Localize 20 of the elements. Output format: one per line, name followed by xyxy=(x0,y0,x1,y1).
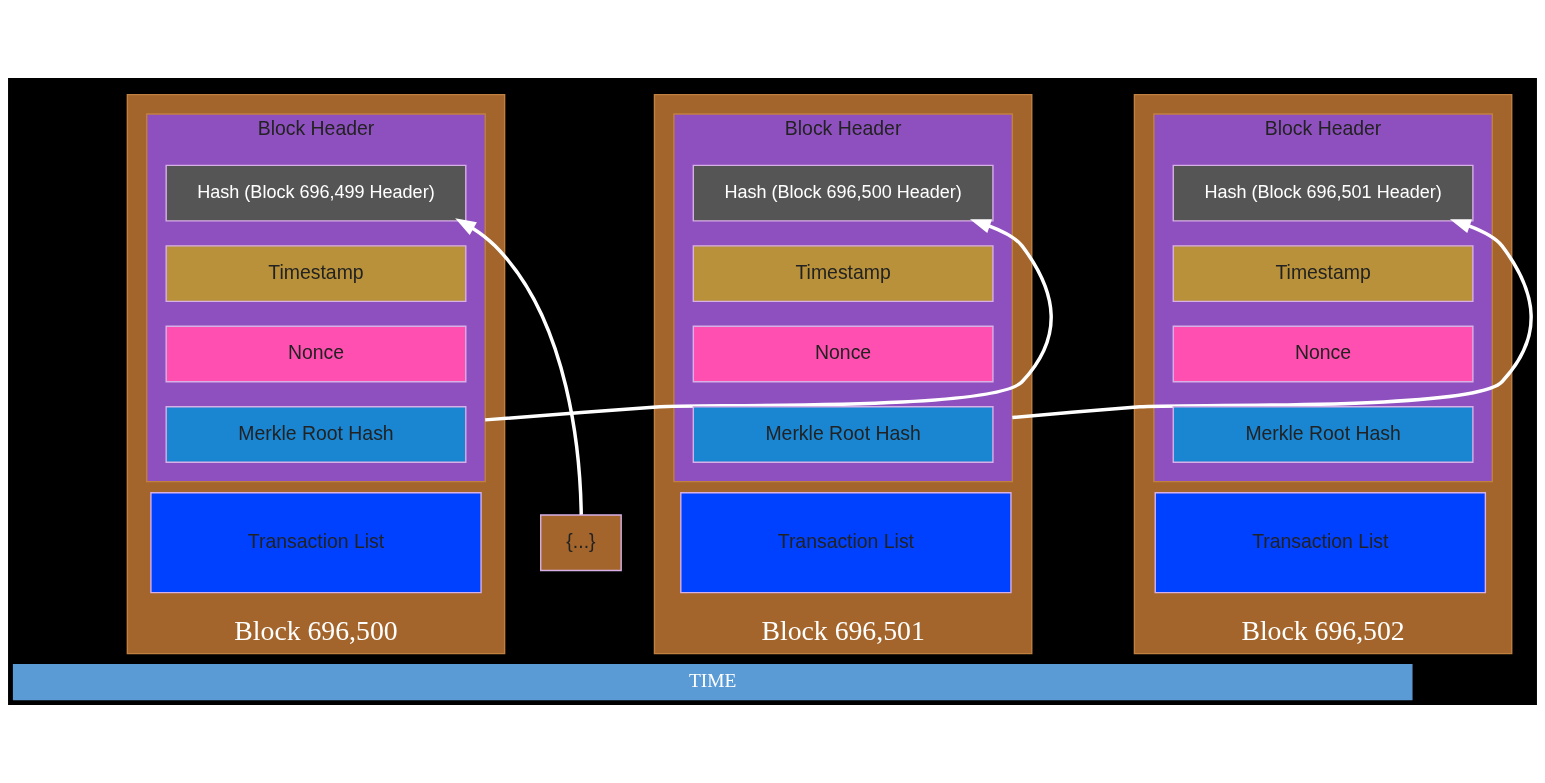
node-box: Hash (Block 696,501 Header) xyxy=(1172,164,1474,222)
node-box: Hash (Block 696,499 Header) xyxy=(165,164,467,222)
node-box: Merkle Root Hash xyxy=(1172,406,1474,463)
node-box: Timestamp xyxy=(1172,245,1474,303)
node-box: Transaction List xyxy=(680,492,1012,594)
node-box: {...} xyxy=(540,514,622,572)
node-box: Nonce xyxy=(1172,325,1474,383)
node-box: Merkle Root Hash xyxy=(165,406,467,463)
node-box: Transaction List xyxy=(1154,492,1487,594)
label: TIME xyxy=(689,670,737,692)
arrow xyxy=(455,218,583,515)
arrow xyxy=(1012,219,1533,420)
node-box: Merkle Root Hash xyxy=(692,406,994,463)
arrow xyxy=(485,219,1053,422)
node-box: Nonce xyxy=(165,325,467,383)
node-box: Transaction List xyxy=(150,492,482,594)
node-box: Hash (Block 696,500 Header) xyxy=(692,164,994,222)
node-box: Timestamp xyxy=(692,245,994,303)
node-box: Timestamp xyxy=(165,245,467,303)
node-box: Nonce xyxy=(692,325,994,383)
